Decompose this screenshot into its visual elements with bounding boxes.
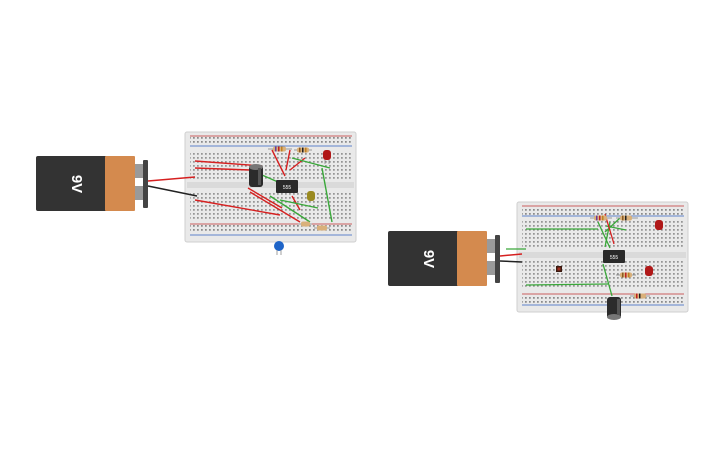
- battery-9v-1[interactable]: 9V: [36, 156, 148, 211]
- capacitor-electrolytic-1[interactable]: [249, 164, 263, 187]
- circuit-1: 9V: [36, 131, 357, 255]
- ic-555-2[interactable]: 555: [603, 250, 625, 263]
- switch-2[interactable]: [556, 266, 562, 272]
- battery-lead-red[interactable]: [147, 176, 196, 182]
- battery-lead-red[interactable]: [499, 253, 523, 257]
- ic-label: 555: [283, 185, 292, 191]
- battery-9v-2[interactable]: 9V: [388, 231, 500, 286]
- battery-label: 9V: [420, 250, 437, 268]
- led-red-2b[interactable]: [645, 266, 653, 276]
- resistor-2c[interactable]: [616, 272, 636, 278]
- battery-label: 9V: [68, 175, 85, 193]
- circuit-2: 9V: [388, 201, 689, 320]
- resistor-2d[interactable]: [630, 293, 650, 299]
- battery-lead-black[interactable]: [499, 260, 523, 263]
- resistor-1b[interactable]: [294, 147, 312, 153]
- resistor-2a[interactable]: [590, 215, 612, 221]
- breadboard-1[interactable]: [184, 131, 357, 243]
- led-red-1[interactable]: [323, 150, 331, 164]
- capacitor-ceramic-1[interactable]: [274, 241, 284, 255]
- resistor-2b[interactable]: [616, 215, 638, 221]
- ic-label: 555: [610, 255, 619, 261]
- wires-1[interactable]: [194, 149, 333, 223]
- ic-555-1[interactable]: 555: [276, 180, 298, 193]
- battery-lead-black[interactable]: [147, 185, 198, 197]
- led-red-2a[interactable]: [655, 220, 663, 230]
- resistor-1c[interactable]: [298, 221, 312, 227]
- capacitor-electrolytic-2[interactable]: [607, 297, 621, 320]
- resistor-1d[interactable]: [314, 225, 330, 231]
- resistor-1a[interactable]: [268, 146, 292, 152]
- led-yellow-1[interactable]: [307, 191, 315, 201]
